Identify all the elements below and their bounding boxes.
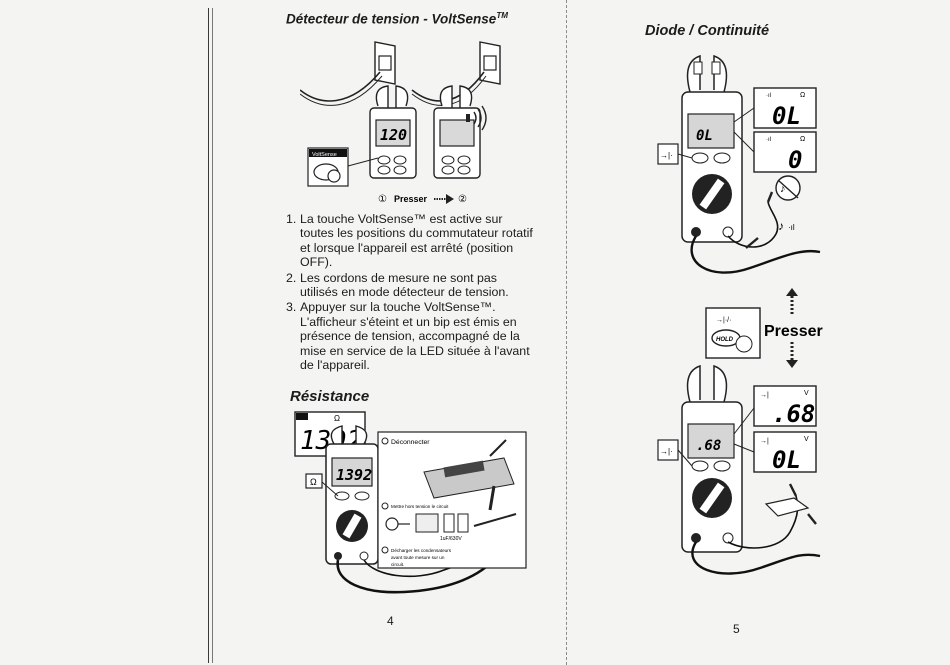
ohm-button-label: Ω (310, 477, 317, 487)
ohm-button (305, 473, 323, 489)
beep-icon: ♪ ·ıl (778, 219, 795, 233)
voltsense-title: Détecteur de tension - VoltSenseTM (286, 11, 508, 27)
wall-outlet-right (411, 41, 501, 106)
clamp-meter-resistance (325, 425, 379, 565)
page-fold (566, 0, 569, 665)
meter-display-value: 1392 (336, 466, 372, 484)
resistance-unit: Ω (334, 414, 340, 423)
hold-button-label: HOLD (716, 337, 734, 343)
svg-text:·ıl: ·ıl (766, 137, 771, 143)
display-unit: Ω (800, 92, 805, 99)
meter-display-top: 0L (696, 128, 713, 144)
diode-component-image (764, 497, 810, 517)
svg-text:♪: ♪ (778, 219, 784, 233)
page-number-left: 4 (387, 614, 394, 628)
step-2-icon: ② (458, 194, 467, 205)
press-label: Presser (764, 323, 823, 340)
resistance-title: Résistance (290, 388, 370, 405)
press-arrows (786, 288, 798, 368)
display-forward-value: .68 (772, 400, 815, 428)
meter-display-bottom: .68 (696, 438, 721, 454)
note-disconnect: Déconnecter (391, 439, 430, 446)
diode-button-label: →|· (660, 447, 673, 456)
voltsense-illustration: 120 VoltSense ① Presser ② (300, 41, 501, 205)
capacitor-label: 1uF/630V (440, 536, 462, 542)
step-1-icon: ① (378, 194, 387, 205)
diode-illustration: 0L ·ıl Ω 0L ·ıl Ω 0 →|· ♪ ♪ ·ıl (657, 54, 823, 575)
display-callout-forward (753, 385, 817, 427)
svg-text:·ıl: ·ıl (788, 223, 795, 232)
page-number-right: 5 (733, 622, 740, 636)
beep-icon (466, 105, 487, 131)
display-reverse-value: 0L (772, 446, 801, 474)
clamp-meter-2 (433, 85, 481, 179)
wall-outlet-left (300, 41, 396, 106)
display-callout-open (753, 87, 817, 129)
display-unit: V (804, 390, 809, 397)
hold-panel-label: →|·/· (716, 317, 731, 324)
display-callout-closed (753, 131, 817, 173)
list-item: 1. La touche VoltSense™ est active sur t… (286, 212, 533, 270)
page-edge (208, 8, 213, 663)
note-discharge-2: avant toute mesure sur un (391, 555, 445, 560)
voltsense-display-value: 120 (380, 126, 407, 144)
resistance-illustration: Ω 1392 1392 Ω Déconnecter (294, 411, 527, 594)
plug-capacitor-image (385, 513, 517, 533)
voltsense-button-label: VoltSense (312, 152, 337, 158)
press-label: Presser (394, 194, 428, 204)
display-open-value: 0L (772, 102, 801, 130)
clamp-meter-1 (369, 85, 417, 179)
clamp-meter-diode-top (681, 54, 743, 243)
arrow-right-icon (434, 194, 454, 204)
diode-title: Diode / Continuité (645, 23, 770, 39)
svg-text:→|: →| (760, 392, 769, 399)
display-closed-value: 0 (788, 146, 802, 174)
circuit-panel (377, 431, 527, 569)
display-unit: Ω (800, 136, 805, 143)
voltsense-steps: 1. La touche VoltSense™ est active sur t… (286, 212, 536, 373)
display-unit: V (804, 436, 809, 443)
clamp-meter-diode-bottom (681, 364, 743, 553)
svg-text:·ıl: ·ıl (766, 93, 771, 99)
list-item: 2. Les cordons de mesure ne sont pas uti… (286, 270, 509, 300)
note-discharge-3: circuit. (391, 562, 404, 567)
diode-button-label: →|· (660, 151, 673, 160)
display-callout-reverse (753, 431, 817, 473)
svg-text:♪: ♪ (780, 183, 786, 195)
note-power-off: Mettre hors tension le circuit (391, 504, 449, 509)
list-item: 3. Appuyer sur la touche VoltSense™. L'a… (286, 300, 530, 373)
circuit-board-image (423, 439, 515, 511)
svg-text:→|: →| (760, 438, 769, 445)
mute-icon: ♪ (775, 175, 801, 201)
note-discharge-1: Décharger les condensateurs (391, 548, 452, 553)
